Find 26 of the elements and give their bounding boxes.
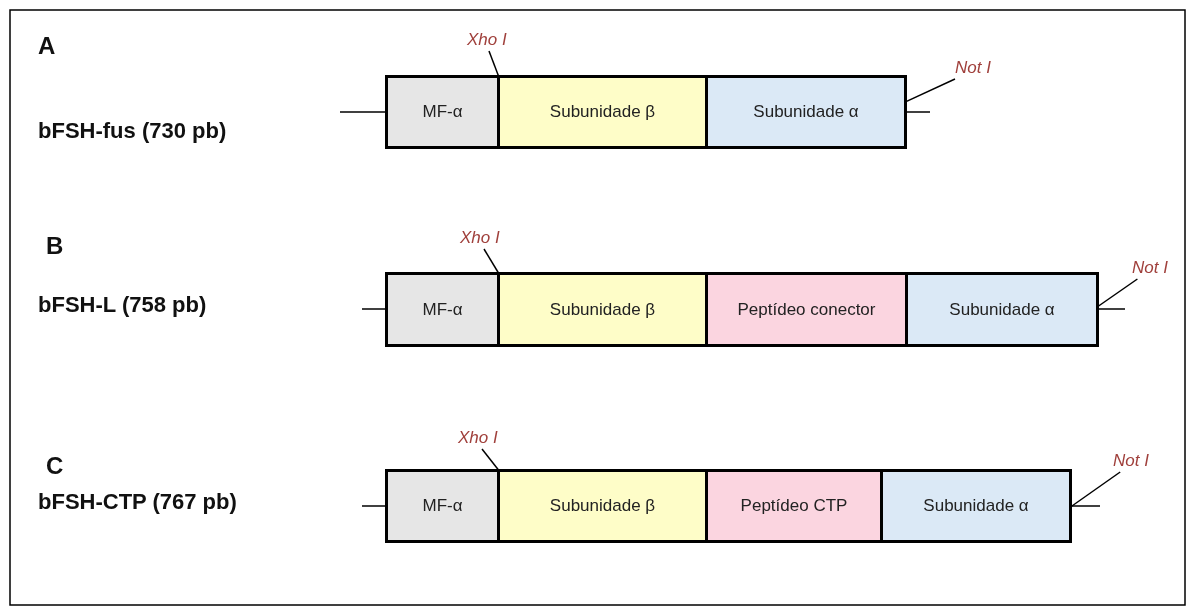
panel-letter: B <box>46 232 64 260</box>
restriction-site-label: Not I <box>1113 451 1149 471</box>
gene-segment-box: MF-α <box>385 75 500 149</box>
restriction-site-label: Xho I <box>458 428 498 448</box>
construct-name: bFSH-L (758 pb) <box>38 292 207 318</box>
leader-line <box>483 248 500 274</box>
construct-name: bFSH-fus (730 pb) <box>38 118 227 144</box>
restriction-site-label: Not I <box>1132 258 1168 278</box>
gene-segment-box: MF-α <box>385 272 500 347</box>
leader-line <box>488 50 500 77</box>
construct-name: bFSH-CTP (767 pb) <box>38 489 237 515</box>
gene-segment-box: Subunidade β <box>497 75 708 149</box>
gene-segment-box: Subunidade α <box>705 75 907 149</box>
leader-line <box>481 448 500 471</box>
panel-letter: A <box>38 32 56 60</box>
restriction-site-label: Not I <box>955 58 991 78</box>
gene-segment-box: Subunidade α <box>905 272 1099 347</box>
gene-segment-box: MF-α <box>385 469 500 543</box>
gene-segment-box: Subunidade β <box>497 469 708 543</box>
gene-segment-box: Subunidade β <box>497 272 708 347</box>
restriction-site-label: Xho I <box>467 30 507 50</box>
gene-segment-box: Subunidade α <box>880 469 1072 543</box>
gene-segment-box: Peptídeo conector <box>705 272 908 347</box>
panel-letter: C <box>46 452 64 480</box>
gene-segment-box: Peptídeo CTP <box>705 469 883 543</box>
restriction-site-label: Xho I <box>460 228 500 248</box>
